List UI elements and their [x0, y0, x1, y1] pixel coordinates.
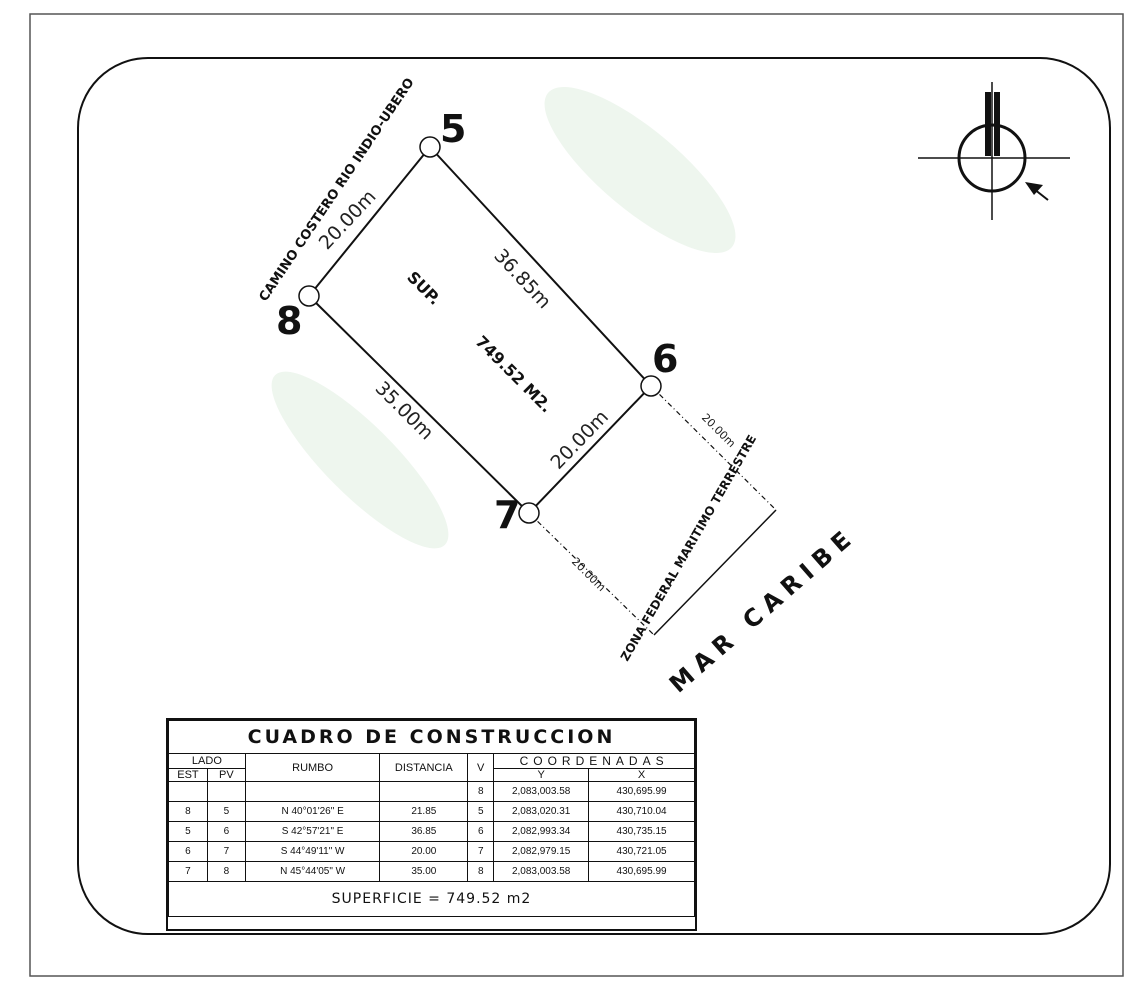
cell-v: 8 [467, 781, 495, 802]
area-value: 749.52 M2. [472, 332, 556, 416]
dimension-6-7: 20.00m [546, 406, 612, 474]
cell-est: 7 [168, 861, 208, 882]
cell-v: 8 [467, 861, 495, 882]
header-coordenadas: COORDENADAS [493, 753, 695, 769]
cell-pv: 5 [206, 801, 246, 822]
cell-distancia: 21.85 [379, 801, 469, 822]
vertex-label-8: 8 [276, 299, 302, 343]
header-x: X [588, 768, 695, 782]
vertex-marker-5 [419, 136, 441, 158]
cell-est: 8 [168, 801, 208, 822]
zona-offset-lower [528, 512, 655, 636]
cell-x: 430,695.99 [588, 861, 695, 882]
cell-x: 430,721.05 [588, 841, 695, 862]
cell-x: 430,710.04 [588, 801, 695, 822]
cell-v: 7 [467, 841, 495, 862]
table-row: 8 5 N 40°01'26" E 21.85 5 2,083,020.31 4… [168, 801, 695, 822]
vertex-marker-7 [518, 502, 540, 524]
vertex-label-7: 7 [494, 493, 520, 537]
cell-distancia [379, 781, 469, 802]
table-row: 6 7 S 44°49'11" W 20.00 7 2,082,979.15 4… [168, 841, 695, 862]
header-distancia: DISTANCIA [379, 753, 469, 782]
table-row: 5 6 S 42°57'21" E 36.85 6 2,082,993.34 4… [168, 821, 695, 842]
cell-pv: 6 [206, 821, 246, 842]
header-est: EST [168, 768, 208, 782]
cell-pv: 8 [206, 861, 246, 882]
cell-est: 6 [168, 841, 208, 862]
cell-rumbo: S 44°49'11" W [244, 841, 381, 862]
header-y: Y [493, 768, 590, 782]
dimension-zona-lower: 20.00m [569, 555, 608, 594]
vertex-label-5: 5 [440, 107, 466, 151]
cell-v: 6 [467, 821, 495, 842]
vertex-marker-6 [640, 375, 662, 397]
sheet-frame [29, 13, 1124, 977]
table-title: CUADRO DE CONSTRUCCION [168, 720, 695, 754]
vertex-label-6: 6 [652, 337, 678, 381]
header-v: V [467, 753, 495, 782]
road-label: CAMINO COSTERO RIO INDIO-UBERO [257, 76, 418, 305]
header-pv: PV [206, 768, 246, 782]
cell-pv: 7 [206, 841, 246, 862]
table-row: 8 2,083,003.58 430,695.99 [168, 781, 695, 802]
cell-x: 430,735.15 [588, 821, 695, 842]
smudge [271, 371, 449, 549]
cell-distancia: 36.85 [379, 821, 469, 842]
inner-frame [77, 57, 1111, 935]
cell-y: 2,083,003.58 [493, 781, 590, 802]
cell-rumbo [244, 781, 381, 802]
cell-est: 5 [168, 821, 208, 842]
header-lado: LADO [168, 753, 246, 769]
smudge [544, 87, 736, 253]
area-label: SUP. [403, 267, 444, 308]
zona-offset-upper [650, 385, 777, 511]
cell-y: 2,082,993.34 [493, 821, 590, 842]
cell-rumbo: N 40°01'26" E [244, 801, 381, 822]
construction-table: CUADRO DE CONSTRUCCION LADO RUMBO DISTAN… [166, 718, 697, 931]
cell-y: 2,082,979.15 [493, 841, 590, 862]
dimension-5-6: 36.85m [489, 245, 555, 313]
cell-rumbo: S 42°57'21" E [244, 821, 381, 842]
cell-est [168, 781, 208, 802]
cell-rumbo: N 45°44'05" W [244, 861, 381, 882]
cell-distancia: 35.00 [379, 861, 469, 882]
cell-distancia: 20.00 [379, 841, 469, 862]
cell-y: 2,083,003.58 [493, 861, 590, 882]
cell-pv [206, 781, 246, 802]
vertex-marker-8 [298, 285, 320, 307]
north-arrow [918, 82, 1070, 220]
superficie-total: SUPERFICIE = 749.52 m2 [168, 881, 695, 917]
header-rumbo: RUMBO [244, 753, 381, 782]
table-row: 7 8 N 45°44'05" W 35.00 8 2,083,003.58 4… [168, 861, 695, 882]
cell-y: 2,083,020.31 [493, 801, 590, 822]
cell-x: 430,695.99 [588, 781, 695, 802]
cell-v: 5 [467, 801, 495, 822]
zona-outer-line [653, 509, 777, 636]
dimension-zona-upper: 20.00m [699, 411, 738, 450]
construction-table-grid: CUADRO DE CONSTRUCCION LADO RUMBO DISTAN… [168, 720, 695, 917]
